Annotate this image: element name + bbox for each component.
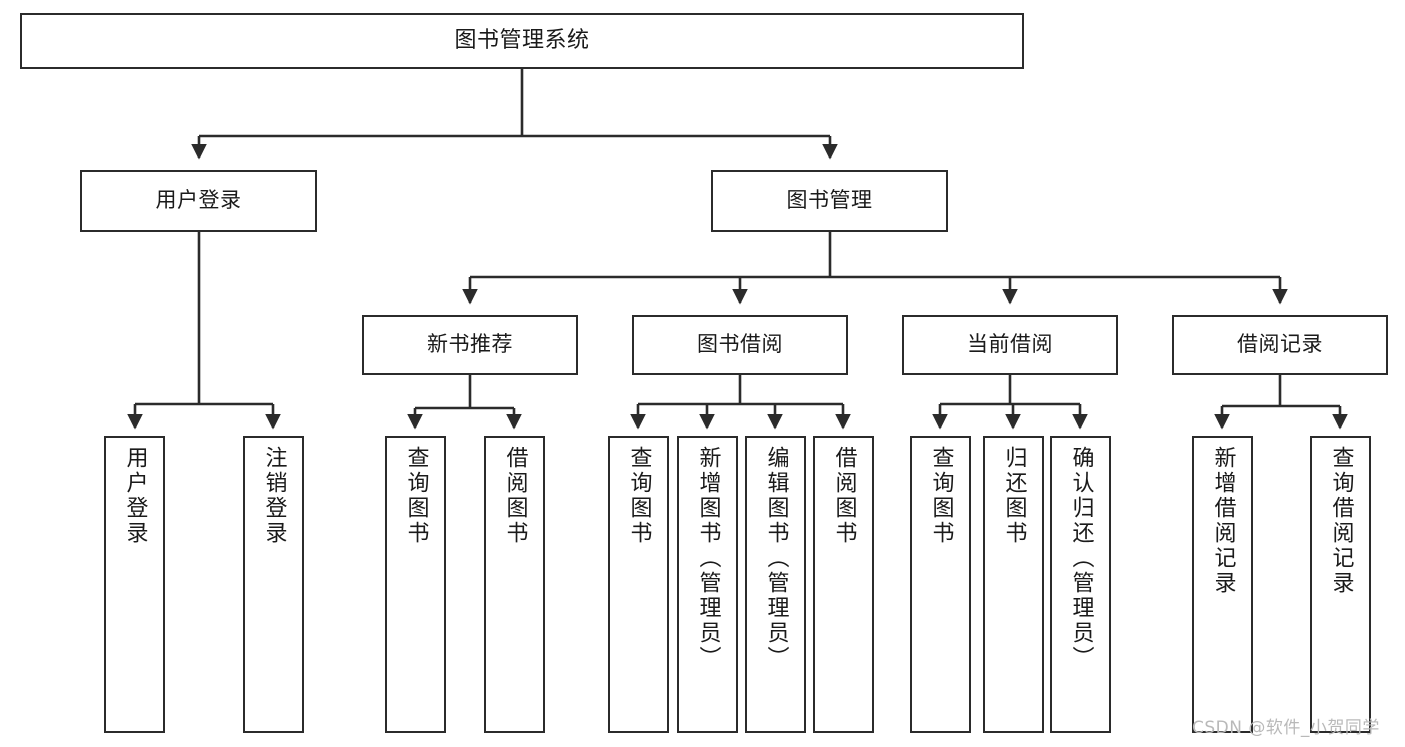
node-label: 编辑图书（管理员） <box>763 446 789 671</box>
leaf-borrow-book-recommend[interactable]: 借阅图书 <box>484 436 545 733</box>
node-label: 新增图书（管理员） <box>695 446 721 671</box>
node-current-borrow[interactable]: 当前借阅 <box>902 315 1118 375</box>
node-label: 借阅图书 <box>831 446 857 546</box>
leaf-query-book-current[interactable]: 查询图书 <box>910 436 971 733</box>
node-label: 查询图书 <box>626 446 652 546</box>
node-book-management[interactable]: 图书管理 <box>711 170 948 232</box>
node-label: 查询图书 <box>403 446 429 546</box>
node-label: 借阅图书 <box>502 446 528 546</box>
node-user-login[interactable]: 用户登录 <box>80 170 317 232</box>
leaf-query-borrow-record[interactable]: 查询借阅记录 <box>1310 436 1371 733</box>
node-label: 用户登录 <box>122 446 148 546</box>
node-label: 当前借阅 <box>967 332 1053 357</box>
leaf-return-book[interactable]: 归还图书 <box>983 436 1044 733</box>
node-label: 新增借阅记录 <box>1210 446 1236 596</box>
node-new-book-recommend[interactable]: 新书推荐 <box>362 315 578 375</box>
node-label: 查询借阅记录 <box>1328 446 1354 596</box>
leaf-confirm-return-admin[interactable]: 确认归还（管理员） <box>1050 436 1111 733</box>
leaf-borrow-book[interactable]: 借阅图书 <box>813 436 874 733</box>
csdn-watermark: CSDN @软件_小贺同学 <box>1192 718 1380 738</box>
leaf-add-borrow-record[interactable]: 新增借阅记录 <box>1192 436 1253 733</box>
node-label: 借阅记录 <box>1237 332 1323 357</box>
leaf-query-book-recommend[interactable]: 查询图书 <box>385 436 446 733</box>
node-label: 图书借阅 <box>697 332 783 357</box>
leaf-add-book-admin[interactable]: 新增图书（管理员） <box>677 436 738 733</box>
leaf-edit-book-admin[interactable]: 编辑图书（管理员） <box>745 436 806 733</box>
leaf-query-book-borrow[interactable]: 查询图书 <box>608 436 669 733</box>
node-label: 注销登录 <box>261 446 287 546</box>
leaf-logout[interactable]: 注销登录 <box>243 436 304 733</box>
node-borrow-record[interactable]: 借阅记录 <box>1172 315 1388 375</box>
node-root[interactable]: 图书管理系统 <box>20 13 1024 69</box>
node-book-borrow[interactable]: 图书借阅 <box>632 315 848 375</box>
node-label: 归还图书 <box>1001 446 1027 546</box>
leaf-user-login[interactable]: 用户登录 <box>104 436 165 733</box>
node-label: 确认归还（管理员） <box>1068 446 1094 671</box>
node-label: 图书管理 <box>786 188 873 213</box>
node-label: 图书管理系统 <box>454 27 590 53</box>
node-label: 用户登录 <box>155 188 242 213</box>
node-label: 新书推荐 <box>427 332 513 357</box>
node-label: 查询图书 <box>928 446 954 546</box>
